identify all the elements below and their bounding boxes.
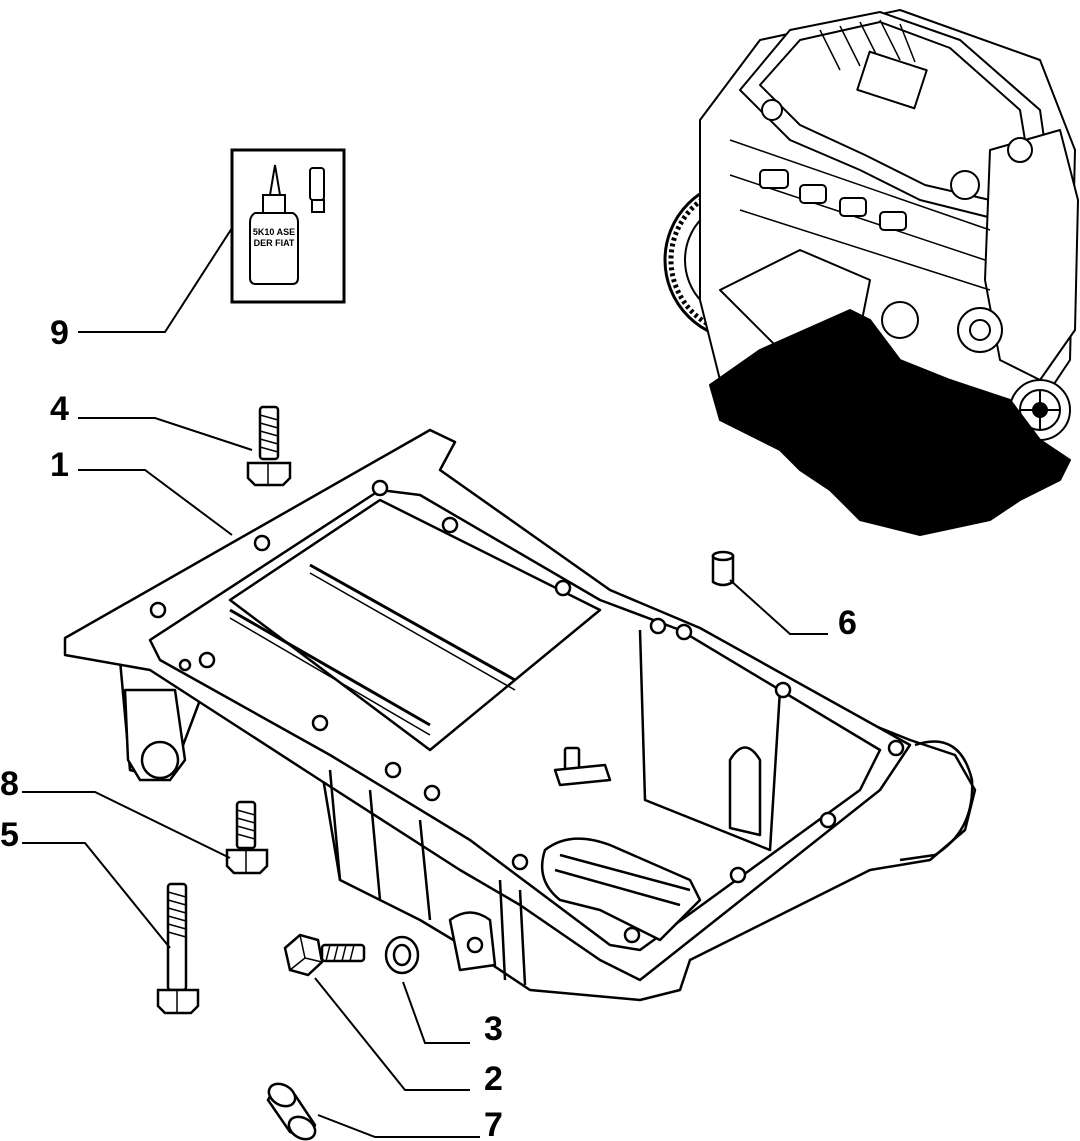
- drain-plug-item-2: [283, 933, 366, 977]
- leader-1: [78, 469, 233, 536]
- callout-numbers: 9 4 1 6 8 5 3 2 7: [0, 314, 857, 1141]
- washer-item-3: [384, 935, 420, 975]
- callout-9: 9: [50, 314, 69, 352]
- callout-1: 1: [50, 446, 69, 484]
- engine-assembly: [663, 9, 1079, 536]
- bolt-item-8: [225, 800, 269, 875]
- callout-2: 2: [484, 1060, 503, 1098]
- bolt-item-5: [156, 882, 200, 1015]
- sealant-box: 5K10 ASE DER FIAT: [230, 148, 346, 304]
- callout-7: 7: [484, 1106, 503, 1141]
- bottle-label-line2: DER FIAT: [254, 238, 295, 248]
- pan-bolt-holes: [149, 479, 905, 944]
- leader-5: [22, 842, 171, 949]
- callout-5: 5: [0, 816, 19, 854]
- bottle-label-line1: 5K10 ASE: [253, 227, 295, 237]
- callout-3: 3: [484, 1010, 503, 1048]
- leader-7: [317, 1114, 480, 1138]
- leader-4: [78, 417, 253, 451]
- sealant-bottle-icon: [249, 164, 299, 285]
- leader-9: [78, 227, 233, 333]
- leader-2: [314, 977, 470, 1091]
- leader-3: [402, 981, 470, 1044]
- callout-8: 8: [0, 765, 19, 803]
- leader-8: [22, 791, 231, 859]
- bolt-item-4: [246, 405, 292, 487]
- leader-lines: [22, 227, 828, 1138]
- seal-ring-item-7: [266, 1082, 317, 1141]
- oil-pan: [63, 428, 977, 1002]
- dowel-item-6: [711, 550, 735, 587]
- leader-6: [729, 579, 828, 635]
- callout-4: 4: [50, 390, 69, 428]
- sealant-cap-icon: [309, 167, 325, 213]
- callout-6: 6: [838, 604, 857, 642]
